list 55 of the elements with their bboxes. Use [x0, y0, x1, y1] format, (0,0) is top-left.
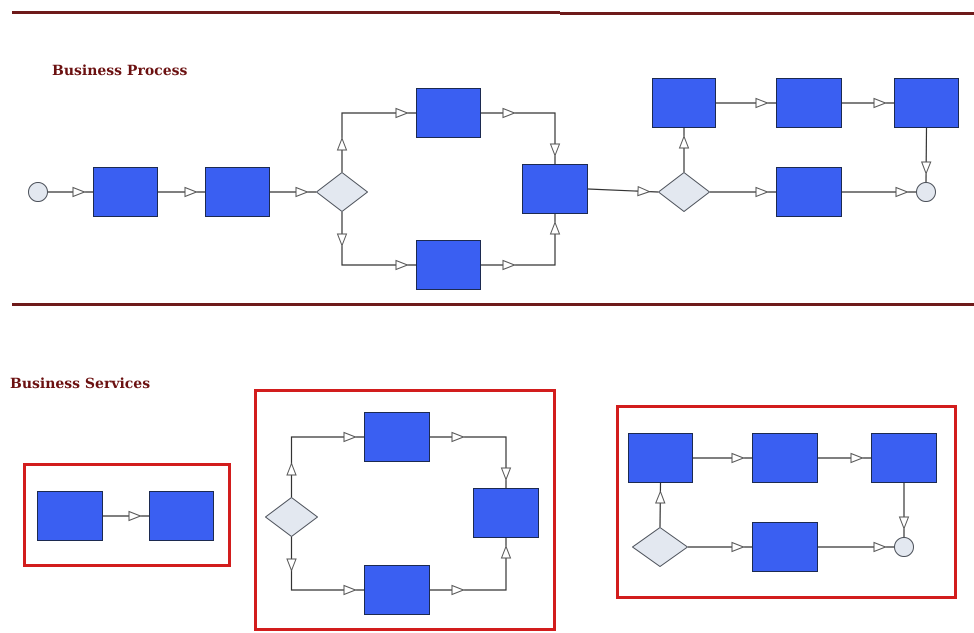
- process-box: [776, 167, 842, 217]
- flow-arrow: [716, 98, 776, 108]
- flow-arrow: [430, 538, 511, 595]
- flow-arrow: [270, 187, 316, 197]
- process-box: [37, 491, 103, 541]
- process-box: [628, 433, 693, 483]
- flow-arrow: [48, 187, 93, 197]
- flow-arrow: [158, 187, 205, 197]
- flow-arrow: [286, 537, 364, 595]
- process-box: [752, 522, 818, 572]
- process-box: [364, 565, 430, 615]
- event-circle: [28, 182, 48, 202]
- process-box: [894, 78, 959, 128]
- flow-arrow: [337, 108, 416, 172]
- process-box: [93, 167, 158, 217]
- gateway-diamond: [316, 172, 368, 212]
- flow-arrow: [337, 212, 416, 270]
- flow-arrow: [921, 128, 932, 182]
- flow-arrow: [588, 186, 658, 196]
- flow-arrow: [679, 128, 689, 172]
- event-circle: [916, 182, 936, 202]
- process-box: [364, 412, 430, 462]
- process-box: [752, 433, 818, 483]
- service-frame: [616, 405, 957, 599]
- flow-arrow: [286, 432, 364, 497]
- process-box: [652, 78, 716, 128]
- flow-arrow: [818, 542, 894, 552]
- flow-arrow: [103, 511, 149, 521]
- flow-arrow: [481, 214, 560, 270]
- process-box: [416, 240, 481, 290]
- flow-arrow: [655, 483, 666, 527]
- gateway-diamond: [265, 497, 318, 537]
- process-box: [149, 491, 214, 541]
- process-box: [871, 433, 937, 483]
- event-circle: [894, 537, 914, 557]
- flow-arrow: [710, 187, 776, 197]
- process-box: [416, 88, 481, 138]
- section-heading: Business Process: [52, 63, 188, 79]
- flow-arrow: [899, 483, 909, 537]
- flow-arrow: [688, 542, 752, 552]
- process-box: [473, 488, 539, 538]
- gateway-diamond: [632, 527, 688, 567]
- gateway-diamond: [658, 172, 710, 212]
- flow-arrow: [818, 453, 871, 463]
- flow-arrow: [430, 432, 511, 488]
- process-box: [522, 164, 588, 214]
- flow-arrow: [842, 98, 894, 108]
- flow-arrow: [842, 187, 916, 197]
- flow-arrow: [693, 453, 752, 463]
- service-frame: [23, 463, 231, 567]
- service-frame: [254, 389, 556, 631]
- section-heading: Business Services: [10, 376, 150, 392]
- process-box: [205, 167, 270, 217]
- flow-arrow: [481, 108, 560, 164]
- process-box: [776, 78, 842, 128]
